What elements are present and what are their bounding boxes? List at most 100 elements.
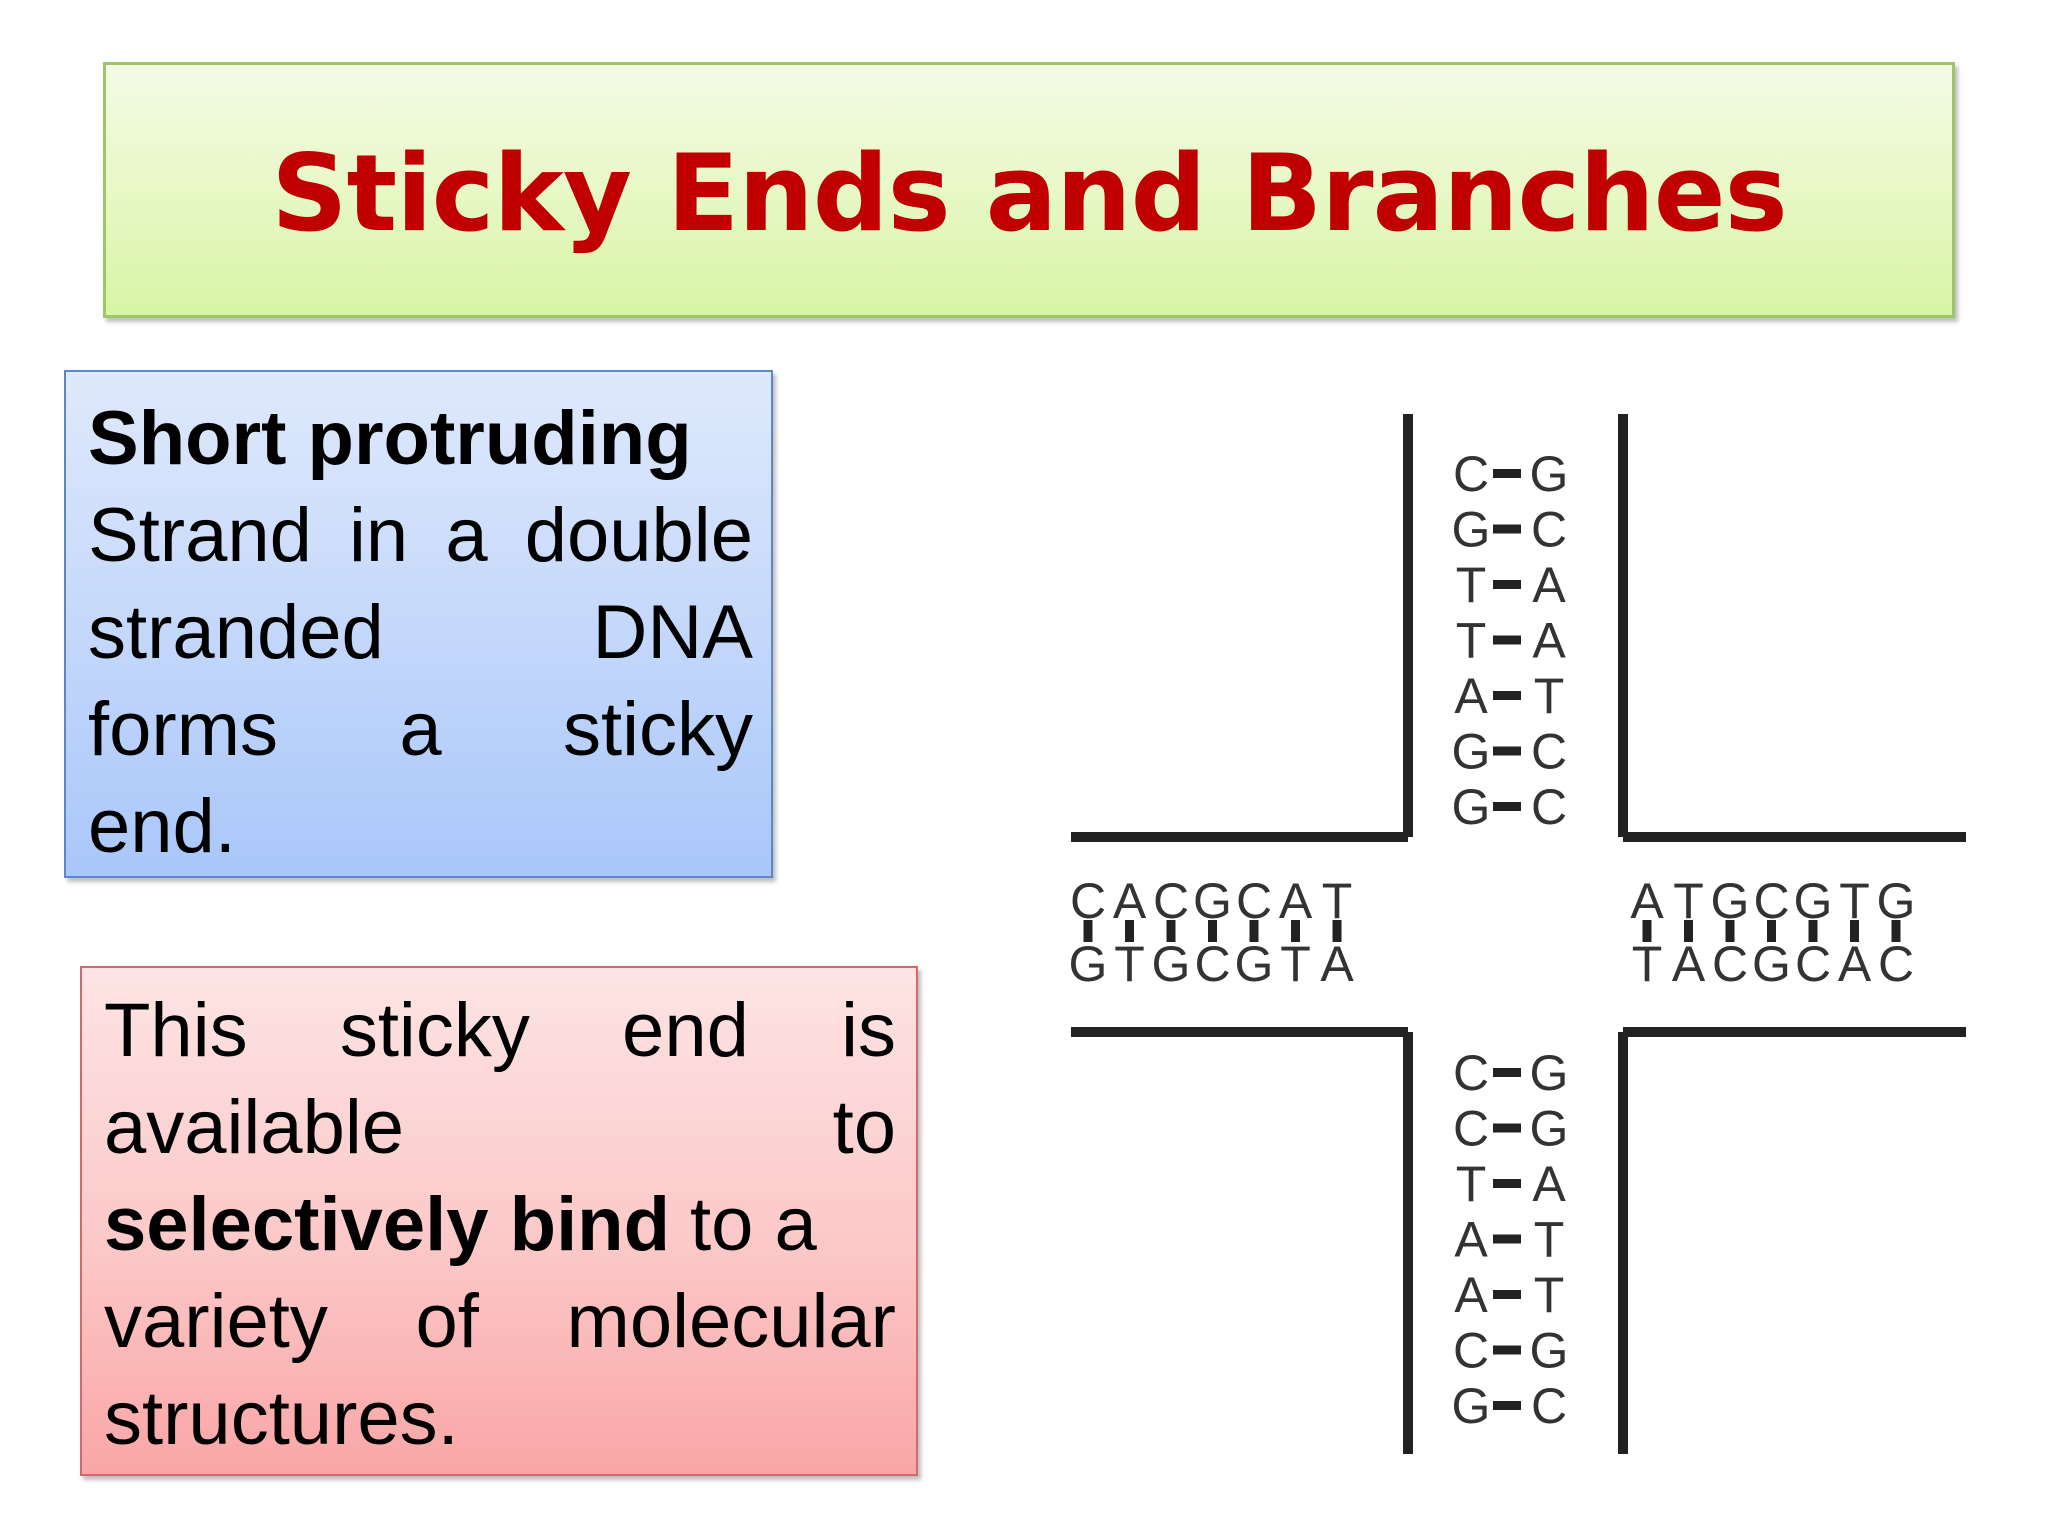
title-banner: Sticky Ends and Branches: [103, 62, 1955, 318]
base-letter: A: [1672, 936, 1706, 992]
hydrogen-bond: [1493, 691, 1521, 700]
hydrogen-bond: [1493, 635, 1521, 645]
definition-line-2: Strand in a double: [88, 487, 753, 584]
word: end: [622, 988, 749, 1073]
definition-line-1: Short protruding: [88, 390, 753, 487]
base-letter: C: [1531, 779, 1567, 835]
hydrogen-bond: [1493, 1179, 1521, 1188]
word: molecular: [566, 1279, 896, 1364]
base-letter: G: [1530, 1323, 1569, 1379]
base-letter: A: [1454, 668, 1488, 724]
base-letter: C: [1531, 502, 1567, 558]
base-letter: C: [1753, 873, 1789, 929]
definition-line-3: stranded DNA: [88, 584, 753, 681]
hydrogen-bond: [1166, 920, 1176, 942]
base-letter: C: [1453, 1045, 1489, 1101]
hydrogen-bond: [1493, 746, 1521, 756]
base-letter: T: [1456, 557, 1487, 613]
base-letter: C: [1712, 936, 1748, 992]
base-letter: G: [1530, 1045, 1569, 1101]
hydrogen-bond: [1125, 920, 1134, 942]
hydrogen-bond: [1208, 920, 1217, 942]
word: variety: [104, 1279, 328, 1364]
hydrogen-bond: [1891, 920, 1901, 942]
base-letter: T: [1456, 613, 1487, 669]
base-letter: C: [1236, 873, 1272, 929]
word: stranded: [88, 590, 384, 675]
hydrogen-bond: [1642, 920, 1652, 942]
base-letter: G: [1452, 1378, 1491, 1434]
base-letter: C: [1194, 936, 1230, 992]
base-letter: A: [1532, 557, 1566, 613]
hydrogen-bond: [1493, 524, 1521, 534]
base-letter: G: [1452, 779, 1491, 835]
base-letter: C: [1153, 873, 1189, 929]
base-letter: T: [1534, 668, 1565, 724]
hydrogen-bond: [1493, 1123, 1521, 1133]
base-letter: A: [1532, 613, 1566, 669]
base-letter: G: [1069, 936, 1108, 992]
hydrogen-bond: [1850, 920, 1859, 942]
emphasis-text: selectively bind: [104, 1182, 671, 1267]
base-letter: A: [1279, 873, 1313, 929]
hydrogen-bond: [1493, 1345, 1521, 1355]
base-letter: T: [1114, 936, 1145, 992]
hydrogen-bond: [1083, 920, 1093, 942]
base-letter: A: [1113, 873, 1147, 929]
base-letter: T: [1280, 936, 1311, 992]
hydrogen-bond: [1493, 1290, 1521, 1299]
word: Strand: [88, 493, 312, 578]
junction-backbone: [1071, 414, 1966, 1454]
word: forms: [88, 687, 278, 772]
word: of: [415, 1279, 479, 1364]
base-letter: T: [1534, 1212, 1565, 1268]
base-letter: G: [1235, 936, 1274, 992]
word: DNA: [592, 590, 753, 675]
base-letter: T: [1322, 873, 1353, 929]
hydrogen-bond: [1767, 920, 1776, 942]
base-letter: A: [1320, 936, 1354, 992]
base-letter: C: [1878, 936, 1914, 992]
hydrogen-bond: [1493, 802, 1521, 811]
base-letter: A: [1454, 1267, 1488, 1323]
hydrogen-bond: [1332, 920, 1342, 942]
definition-box: Short protruding Strand in a double stra…: [64, 370, 773, 878]
base-letter: G: [1877, 873, 1916, 929]
base-letter: T: [1456, 1156, 1487, 1212]
base-letter: G: [1530, 1101, 1569, 1157]
base-letter: T: [1673, 873, 1704, 929]
base-letter: C: [1453, 446, 1489, 502]
base-letter: G: [1752, 936, 1791, 992]
hydrogen-bond: [1684, 920, 1693, 942]
word: to a: [690, 1182, 817, 1267]
hydrogen-bond: [1808, 920, 1818, 942]
hydrogen-bond: [1493, 1234, 1521, 1244]
word: is: [841, 988, 896, 1073]
word: in: [349, 493, 409, 578]
binding-note-box: This sticky end is available to selectiv…: [80, 966, 918, 1476]
word: to: [832, 1085, 896, 1170]
hydrogen-bond: [1493, 1401, 1521, 1410]
word: structures.: [104, 1376, 459, 1461]
base-letter: A: [1454, 1212, 1488, 1268]
hydrogen-bond: [1493, 580, 1521, 589]
base-letter: G: [1794, 873, 1833, 929]
slide-title: Sticky Ends and Branches: [271, 131, 1788, 255]
note-line-1: This sticky end is: [104, 982, 896, 1079]
definition-heading: Short protruding: [88, 396, 692, 481]
base-letter: G: [1711, 873, 1750, 929]
hydrogen-bond: [1291, 920, 1300, 942]
word: a: [445, 493, 488, 578]
word: double: [524, 493, 753, 578]
base-letter: C: [1453, 1323, 1489, 1379]
base-letter: G: [1152, 936, 1191, 992]
note-line-5: structures.: [104, 1370, 896, 1467]
base-letter: C: [1795, 936, 1831, 992]
word: This: [104, 988, 248, 1073]
base-letter: C: [1453, 1101, 1489, 1157]
word: available: [104, 1085, 404, 1170]
base-letter: G: [1530, 446, 1569, 502]
